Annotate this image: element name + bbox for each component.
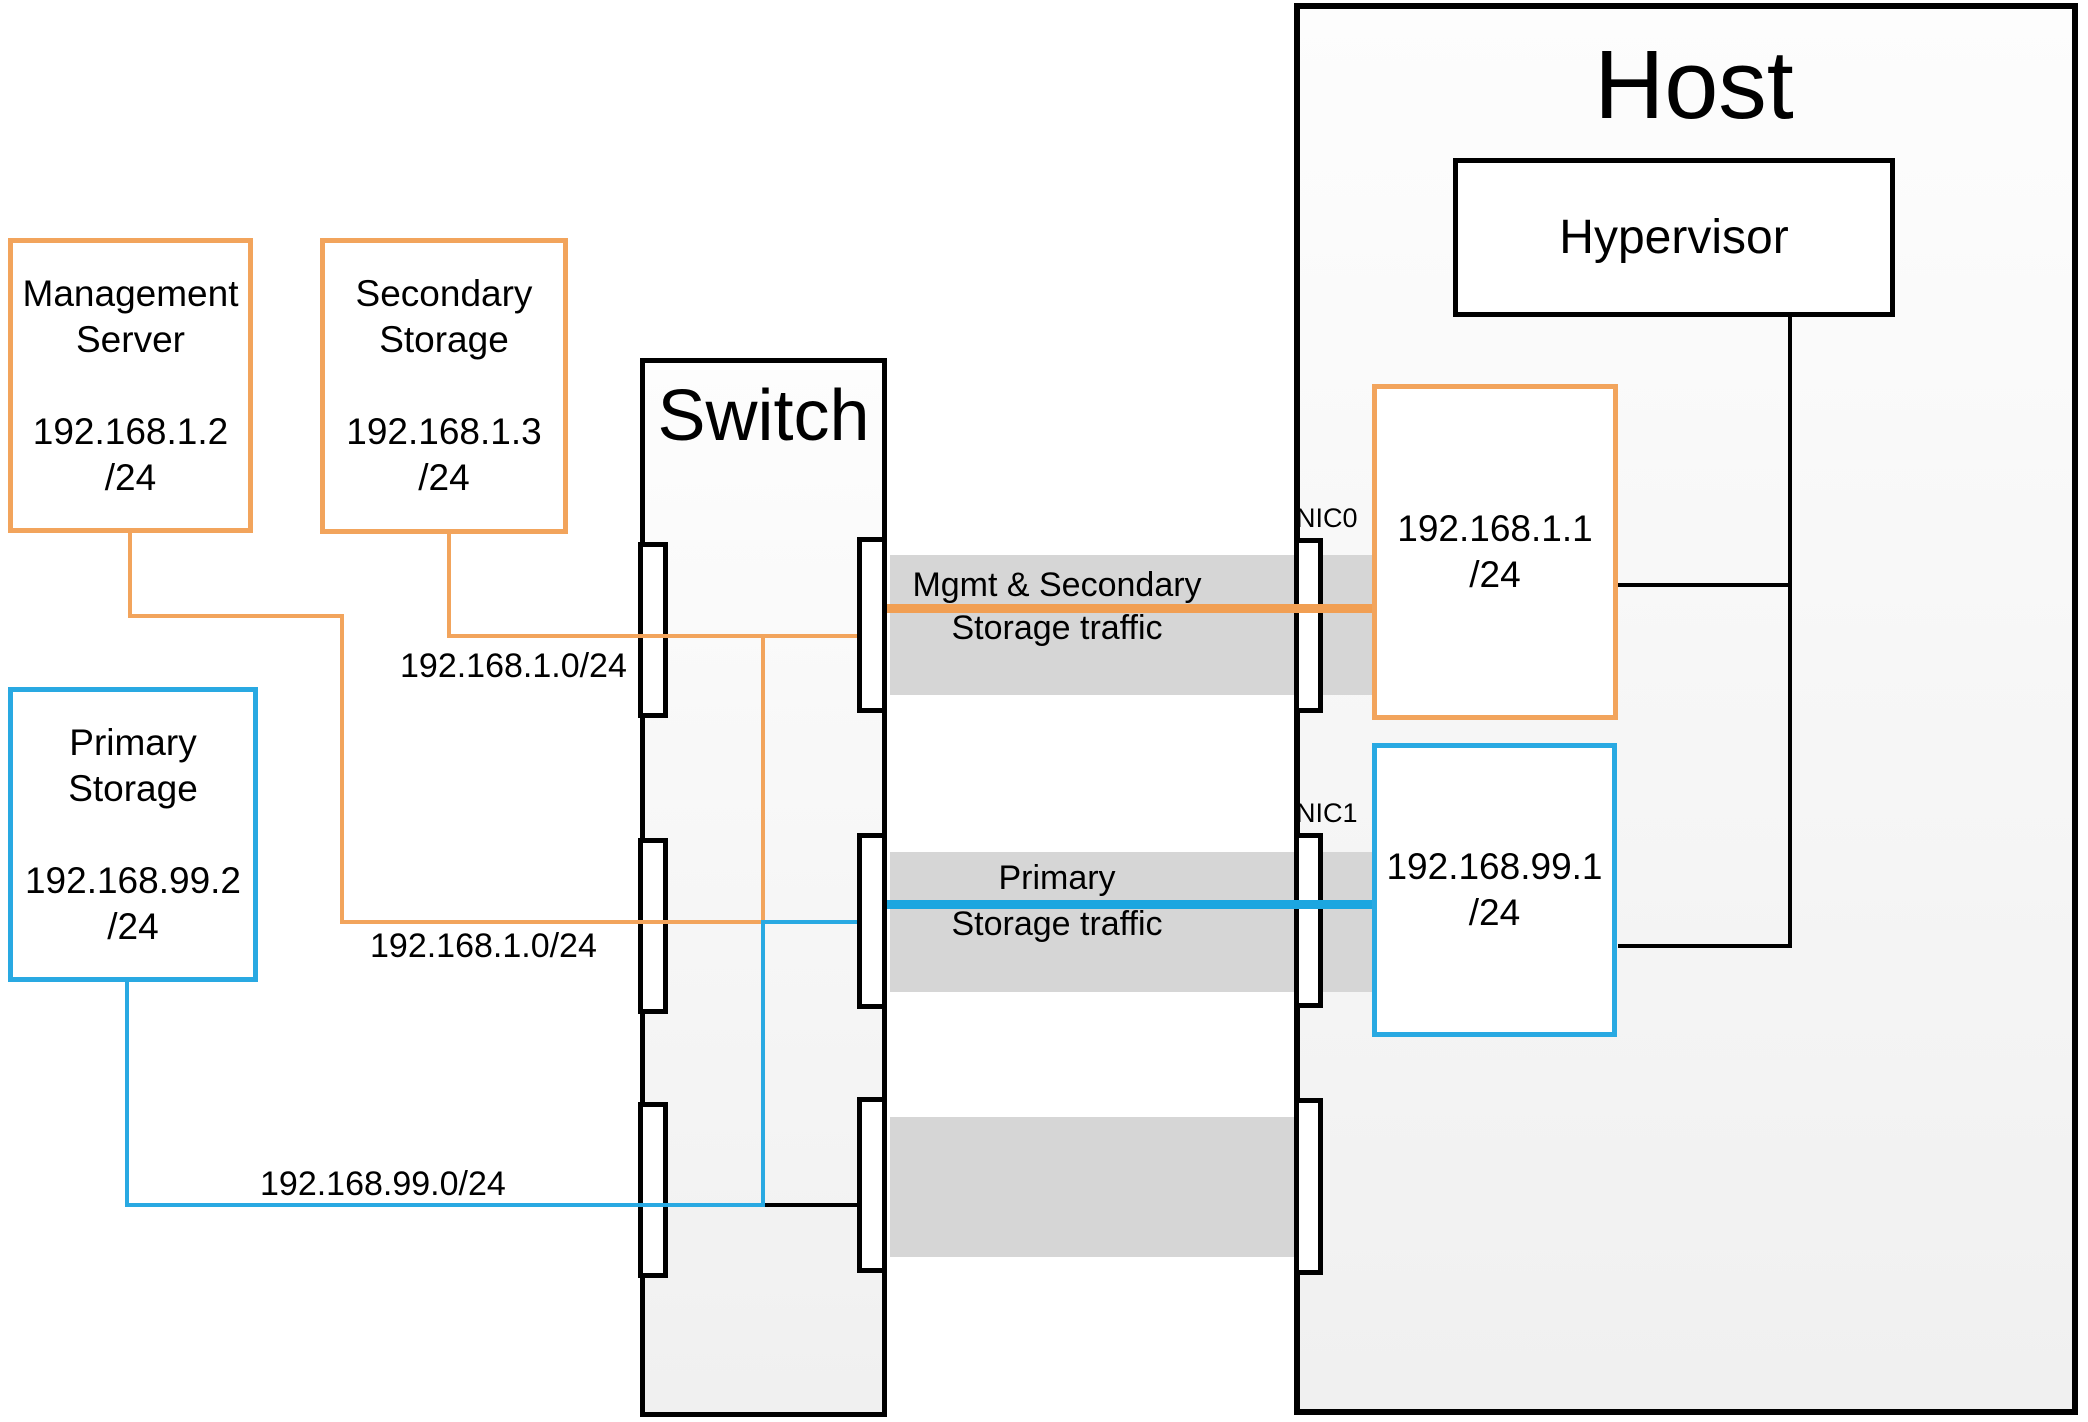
primary-traffic-band <box>890 852 1372 992</box>
secondary-link-segment <box>447 634 857 638</box>
switch-port-left-bottom <box>638 1102 668 1278</box>
secondary-net-label: 192.168.1.0/24 <box>400 647 627 685</box>
unused-traffic-band <box>890 1117 1294 1257</box>
host-nic1-port <box>1294 833 1323 1008</box>
primary-net-label: 192.168.99.0/24 <box>260 1165 506 1203</box>
mgmt-traffic-label-line1: Mgmt & Secondary <box>912 566 1202 604</box>
hypervisor-link-vertical <box>1788 317 1792 948</box>
hypervisor-link-nic0 <box>1618 583 1790 587</box>
mgmt-link-segment <box>128 614 344 618</box>
secondary-storage-box: Secondary Storage 192.168.1.3 /24 <box>320 238 568 534</box>
management-server-ip: 192.168.1.2 <box>32 410 229 452</box>
hypervisor-label: Hypervisor <box>1559 210 1789 264</box>
hypervisor-link-nic1 <box>1618 944 1790 948</box>
switch-port-right-top <box>857 537 887 713</box>
nic0-label: NIC0 <box>1296 503 1358 533</box>
host-spare-port <box>1294 1098 1323 1275</box>
switch-blue-trunk <box>761 920 765 1207</box>
primary-link-segment <box>125 982 129 1207</box>
secondary-storage-ip: 192.168.1.3 <box>346 411 542 452</box>
primary-traffic-label-line1: Primary <box>998 859 1116 897</box>
nic0-ip-box: 192.168.1.1 /24 <box>1372 384 1618 720</box>
primary-storage-name: Primary <box>69 721 197 763</box>
mgmt-traffic-band <box>890 555 1372 695</box>
mgmt-link-segment <box>340 920 765 924</box>
primary-traffic-label-line2: Storage traffic <box>951 905 1163 943</box>
host-nic0-port <box>1294 538 1323 713</box>
management-net-label: 192.168.1.0/24 <box>370 927 597 965</box>
mgmt-traffic-line <box>887 604 1372 613</box>
host-label: Host <box>1594 30 1794 139</box>
switch-port-right-bottom <box>857 1097 887 1273</box>
mgmt-link-segment <box>128 533 132 618</box>
nic1-ip: 192.168.99.1 <box>1386 846 1603 887</box>
switch-orange-trunk <box>761 634 765 924</box>
primary-link-segment <box>765 920 857 924</box>
secondary-storage-name: Secondary <box>355 273 533 314</box>
unused-port-link <box>765 1203 857 1207</box>
switch-port-left-top <box>638 542 668 718</box>
nic1-label: NIC1 <box>1296 798 1358 828</box>
primary-storage-box: Primary Storage 192.168.99.2 /24 <box>8 687 258 982</box>
nic0-ip: 192.168.1.1 <box>1397 508 1593 549</box>
primary-traffic-line <box>887 900 1372 909</box>
primary-link-segment <box>125 1203 765 1207</box>
switch-port-left-middle <box>638 838 668 1014</box>
primary-storage-ip: 192.168.99.2 <box>24 859 242 901</box>
secondary-link-segment <box>447 534 451 638</box>
management-server-box: Management Server 192.168.1.2 /24 <box>8 238 253 533</box>
nic1-ip-box: 192.168.99.1 /24 <box>1372 743 1617 1037</box>
switch-port-right-middle <box>857 833 887 1009</box>
management-server-name: Management <box>22 272 239 314</box>
switch-label: Switch <box>657 376 870 456</box>
hypervisor-box: Hypervisor <box>1453 158 1895 317</box>
mgmt-traffic-label-line2: Storage traffic <box>951 609 1163 647</box>
mgmt-link-segment <box>340 614 344 924</box>
